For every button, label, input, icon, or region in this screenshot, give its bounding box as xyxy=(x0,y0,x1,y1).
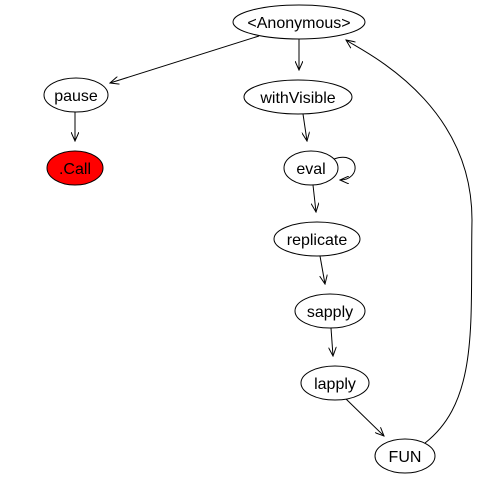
edge-lapply-to-fun xyxy=(345,398,384,436)
node-eval-ellipse xyxy=(283,150,339,186)
node-replicate-ellipse xyxy=(273,221,361,257)
node-sapply-ellipse xyxy=(294,293,366,329)
node-call-ellipse xyxy=(46,150,104,186)
node-anonymous: <Anonymous> xyxy=(232,4,366,40)
node-eval-label: eval xyxy=(296,161,325,178)
node-anonymous-ellipse xyxy=(232,4,366,40)
node-pause: pause xyxy=(43,77,109,113)
node-lapply: lapply xyxy=(300,365,370,401)
edge-eval-to-replicate xyxy=(313,184,316,212)
node-sapply: sapply xyxy=(294,293,366,329)
node-anonymous-label: <Anonymous> xyxy=(247,15,350,32)
node-fun-ellipse xyxy=(374,438,436,474)
edge-eval-to-eval xyxy=(333,156,356,180)
edges-layer xyxy=(75,35,473,444)
node-eval: eval xyxy=(283,150,339,186)
edge-withvisible-to-eval xyxy=(303,113,307,141)
edge-replicate-to-sapply xyxy=(320,255,325,284)
node-pause-ellipse xyxy=(43,77,109,113)
edge-anonymous-to-pause xyxy=(110,35,260,83)
node-call-label: .Call xyxy=(59,161,91,178)
node-withvisible-ellipse xyxy=(243,79,353,115)
edge-fun-to-anonymous xyxy=(346,40,473,444)
node-pause-label: pause xyxy=(54,88,98,105)
nodes-layer: <Anonymous> pause .Call withVisible eval repl… xyxy=(43,4,436,474)
node-replicate: replicate xyxy=(273,221,361,257)
node-withvisible: withVisible xyxy=(243,79,353,115)
node-sapply-label: sapply xyxy=(307,304,353,321)
node-call: .Call xyxy=(46,150,104,186)
node-lapply-label: lapply xyxy=(314,376,356,393)
edge-sapply-to-lapply xyxy=(331,327,333,356)
node-replicate-label: replicate xyxy=(287,232,348,249)
node-lapply-ellipse xyxy=(300,365,370,401)
node-fun-label: FUN xyxy=(389,449,422,466)
node-fun: FUN xyxy=(374,438,436,474)
node-withvisible-label: withVisible xyxy=(259,90,335,107)
